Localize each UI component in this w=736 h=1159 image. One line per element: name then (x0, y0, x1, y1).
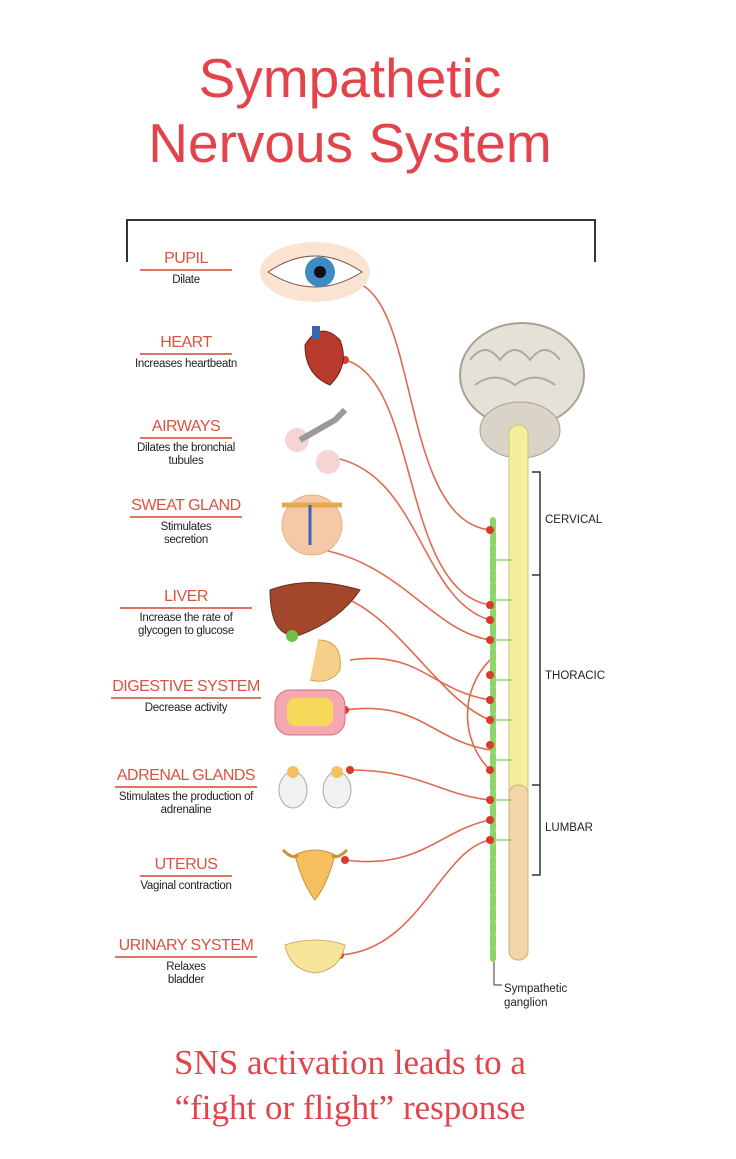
airways-icon (285, 407, 348, 474)
organ-effect: Relaxes bladder (166, 961, 206, 986)
organ-name: LIVER (120, 588, 252, 609)
organ-effect: Increases heartbeatn (134, 358, 238, 370)
organ-heart: HEART Increases heartbeatn (106, 334, 266, 371)
title-line-2: Nervous System (148, 112, 552, 174)
eye-icon (260, 242, 370, 302)
organ-name: AIRWAYS (140, 418, 232, 439)
organ-effect: Increase the rate of glycogen to glucose (138, 612, 234, 637)
brain-icon (459, 322, 585, 459)
footer-line-1: SNS activation leads to a (174, 1043, 526, 1082)
organ-pupil: PUPIL Dilate (106, 250, 266, 287)
liver-icon (269, 582, 361, 642)
organ-effect: Vaginal contraction (140, 880, 232, 892)
sweat-gland-icon (281, 494, 343, 556)
organ-name: UTERUS (140, 856, 232, 877)
organ-name: DIGESTIVE SYSTEM (111, 678, 261, 699)
digestive-system-icon (274, 639, 346, 736)
organ-effect: Dilates the bronchial tubules (137, 442, 235, 467)
adrenal-glands-icon (278, 766, 352, 809)
organ-urinary-system: URINARY SYSTEM Relaxes bladder (106, 937, 266, 987)
organ-name: HEART (140, 334, 232, 355)
uterus-icon (281, 848, 349, 901)
organ-name: URINARY SYSTEM (115, 937, 257, 958)
heart-icon (304, 326, 344, 386)
organ-sweat-gland: SWEAT GLAND Stimulates secretion (106, 497, 266, 547)
region-thoracic: THORACIC (545, 670, 606, 682)
organ-liver: LIVER Increase the rate of glycogen to gl… (106, 588, 266, 638)
urinary-bladder-icon (284, 939, 346, 974)
organ-adrenal-glands: ADRENAL GLANDS Stimulates the production … (106, 767, 266, 817)
organ-digestive-system: DIGESTIVE SYSTEM Decrease activity (106, 678, 266, 715)
organ-effect: Stimulates the production of adrenaline (118, 791, 254, 816)
organ-effect: Dilate (172, 274, 200, 286)
organ-name: PUPIL (140, 250, 232, 271)
organ-name: SWEAT GLAND (130, 497, 242, 518)
organ-effect: Stimulates secretion (160, 521, 212, 546)
region-cervical: CERVICAL (545, 514, 603, 526)
organ-effect: Decrease activity (144, 702, 228, 714)
footer-line-2: “fight or flight” response (174, 1088, 526, 1127)
title-line-1: Sympathetic (198, 47, 502, 109)
region-lumbar: LUMBAR (545, 822, 593, 834)
organ-uterus: UTERUS Vaginal contraction (106, 856, 266, 893)
sympathetic-ganglion-label: Sympathetic ganglion (504, 983, 568, 1009)
organ-airways: AIRWAYS Dilates the bronchial tubules (106, 418, 266, 468)
organ-name: ADRENAL GLANDS (115, 767, 257, 788)
top-bracket (126, 219, 596, 262)
